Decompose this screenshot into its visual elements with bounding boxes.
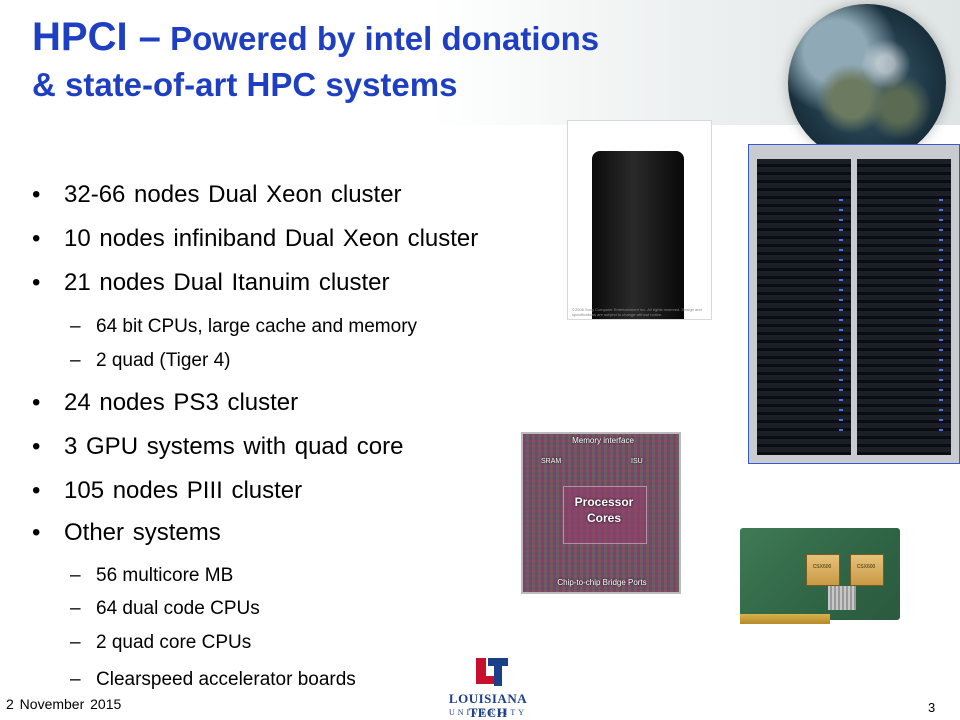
bullet-icon: • [32,389,41,416]
sub-bullet-icon: – [70,350,81,371]
ps3-fineprint: ©2006 Sony Computer Entertainment Inc. A… [572,307,702,317]
bullet-text: 105 nodes PIII cluster [64,477,303,504]
processor-die-image: Memory interface SRAM ISU Processor Core… [521,432,681,594]
board-chip [806,554,840,586]
sub-bullet-item: –56 multicore MB [70,563,233,589]
chip-isu-label: ISU [631,458,643,465]
bullet-icon: • [32,269,41,296]
bullet-icon: • [32,433,41,460]
louisiana-tech-mark-icon [476,658,508,686]
sub-bullet-item: –Clearspeed accelerator boards [70,667,356,693]
sub-bullet-text: 56 multicore MB [96,565,234,586]
bullet-text: 10 nodes infiniband Dual Xeon cluster [64,225,479,252]
bullet-text: Other systems [64,519,221,546]
board-heatsink [828,586,856,610]
sub-bullet-item: –2 quad core CPUs [70,630,251,656]
sub-bullet-text: 64 bit CPUs, large cache and memory [96,316,418,337]
bullet-icon: • [32,519,41,546]
bullet-item: • 105 nodes PIII cluster [32,476,302,506]
bullet-icon: • [32,225,41,252]
bullet-item: • 21 nodes Dual Itanuim cluster [32,268,390,298]
rack-leds [839,199,843,439]
sub-bullet-text: 2 quad core CPUs [96,632,252,653]
sub-bullet-icon: – [70,669,81,690]
sub-bullet-text: Clearspeed accelerator boards [96,669,356,690]
chip-sram-label: SRAM [541,458,562,465]
bullet-item: • 3 GPU systems with quad core [32,432,403,462]
sub-bullet-item: –64 dual code CPUs [70,596,260,622]
sub-bullet-item: –2 quad (Tiger 4) [70,348,230,374]
sub-bullet-icon: – [70,565,81,586]
bullet-text: 32-66 nodes Dual Xeon cluster [64,181,402,208]
slide-title: HPCI – Powered by intel donations & stat… [32,14,792,108]
logo-name: LOUISIANA TECH [448,691,528,720]
bullet-item: • 24 nodes PS3 cluster [32,388,298,418]
bullet-item: • 32-66 nodes Dual Xeon cluster [32,180,402,210]
globe-image [788,4,946,162]
server-rack-right [857,159,951,455]
sub-bullet-item: –64 bit CPUs, large cache and memory [70,314,417,340]
bullet-item: • Other systems [32,518,221,548]
louisiana-tech-logo: LOUISIANA TECH UNIVERSITY [436,656,540,720]
title-line-1-text: Powered by intel donations [160,20,600,57]
title-line-2: & state-of-art HPC systems [32,66,458,103]
sub-bullet-icon: – [70,632,81,653]
chip-processor-cores-label: Processor Cores [574,495,634,525]
sub-bullet-text: 64 dual code CPUs [96,598,260,619]
sub-bullet-text: 2 quad (Tiger 4) [96,350,231,371]
bullet-icon: • [32,181,41,208]
footer-date: 2 November 2015 [6,696,122,712]
title-line-1: HPCI – Powered by intel donations [32,14,792,62]
title-acronym: HPCI – [32,15,161,59]
board-pci-connector [740,614,830,624]
chip-memory-interface-label: Memory interface [572,436,634,445]
ps3-console-image: ©2006 Sony Computer Entertainment Inc. A… [567,120,712,320]
board-chip-label: CSX600 [856,564,876,570]
processor-core-block [563,486,647,544]
bullet-text: 21 nodes Dual Itanuim cluster [64,269,390,296]
sub-bullet-icon: – [70,316,81,337]
chip-bridge-label: Chip-to-chip Bridge Ports [557,578,647,587]
board-chip [850,554,884,586]
server-rack-image [748,144,960,464]
board-chip-label: CSX600 [812,564,832,570]
server-rack-left [757,159,851,455]
ps3-console [592,151,684,319]
bullet-text: 24 nodes PS3 cluster [64,389,299,416]
bullet-text: 3 GPU systems with quad core [64,433,404,460]
bullet-item: • 10 nodes infiniband Dual Xeon cluster [32,224,478,254]
page-number: 3 [928,700,936,715]
rack-leds [939,199,943,439]
accelerator-board-image: CSX600 CSX600 [740,528,900,620]
bullet-icon: • [32,477,41,504]
sub-bullet-icon: – [70,598,81,619]
logo-subtitle: UNIVERSITY [449,708,527,717]
